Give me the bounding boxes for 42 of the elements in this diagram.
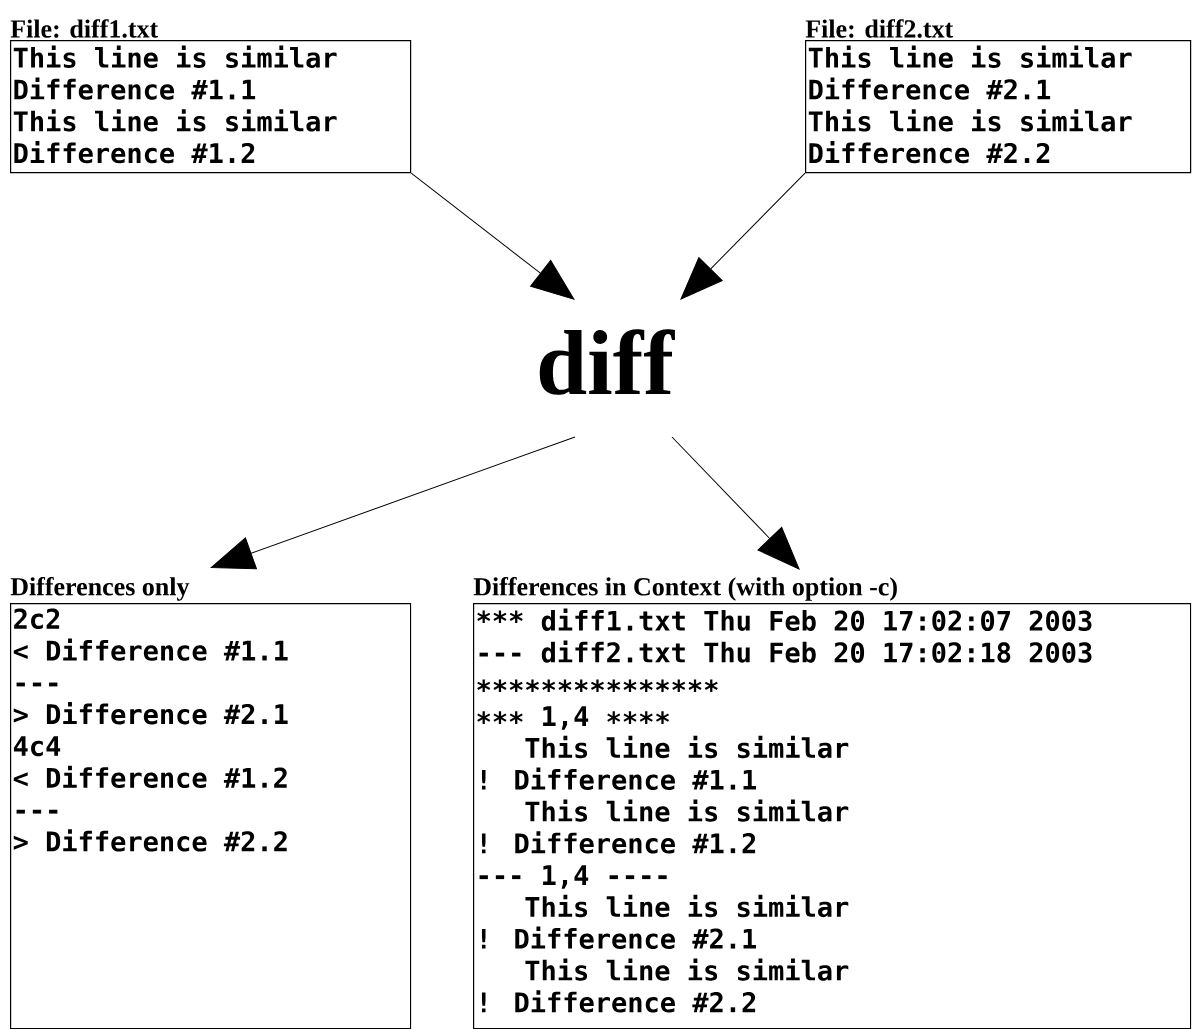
arrow [410, 172, 575, 300]
box-heading: File: diff1.txt [10, 19, 159, 38]
box-heading: Differences only [10, 576, 190, 601]
node-label: ∗∗∗ 1,4 ∗∗∗∗ [477, 706, 670, 730]
node-label: This line is similar [808, 45, 1132, 68]
listing-box: 2c2 < Difference #1.1 --- > Difference #2.1 4c4 < Difference #1.2 --- > Difference #2.2 [10, 603, 412, 1029]
arrow [671, 436, 800, 570]
node-label: This line is similar [525, 735, 849, 759]
listing-box: This line is similar Difference #1.1 This line is similar Difference #1.2 [10, 40, 412, 174]
node-label: Difference #1.1 [14, 77, 256, 100]
node-label: ! Difference #1.2 [481, 831, 756, 854]
node-label: --- 1,4 ---- [479, 865, 667, 889]
arrow [210, 436, 576, 570]
node-label: 4c4 [13, 736, 61, 757]
listing-box: *** diff1.txt Thu Feb 20 17:02:07 2003 --- diff2.txt Thu Feb 20 17:02:18 2003 ∗∗∗∗∗∗∗∗∗∗∗∗∗∗∗ ∗∗∗ 1,4 ∗∗∗∗ This line is similar ! Difference #1.1 This line is similar ! Difference #1.2 --- 1,4 ---- This line is similar ! Difference #2.1 This line is similar ! Difference #2.2 [473, 603, 1192, 1029]
node-label: Difference #2.2 [809, 141, 1050, 164]
node-label: ! Difference #2.2 [481, 990, 756, 1013]
node-label: < Difference #1.1 [13, 638, 288, 661]
box-heading: Differences in Context (with option -c) [473, 576, 897, 601]
node-label: ! Difference #1.1 [481, 767, 757, 790]
node-label: This line is similar [525, 958, 849, 981]
node-label: > Difference #2.2 [13, 829, 287, 852]
box-heading: File: diff2.txt [805, 19, 954, 38]
node-label: This line is similar [525, 894, 849, 918]
node-label: ! Difference #2.1 [481, 926, 757, 949]
node-label: This line is similar [808, 109, 1132, 132]
node-label: This line is similar [525, 799, 849, 822]
node-label: Difference #2.1 [809, 77, 1051, 100]
node-label: Difference #1.2 [14, 141, 255, 164]
node-label: This line is similar [13, 109, 337, 132]
node-label: ∗∗∗∗∗∗∗∗∗∗∗∗∗∗∗ [477, 679, 718, 693]
node-label: --- [16, 809, 58, 814]
arrow [680, 172, 806, 300]
node-label: < Difference #1.2 [13, 765, 287, 789]
node-label: This line is similar [13, 45, 337, 68]
node-label: > Difference #2.1 [13, 702, 288, 725]
node-label: *** diff1.txt Thu Feb 20 17:02:07 2003 [477, 608, 1092, 631]
listing-box: This line is similar Difference #2.1 This line is similar Difference #2.2 [805, 40, 1192, 174]
program-name: diff [539, 329, 675, 395]
node-label: 2c2 [14, 608, 60, 630]
node-label: --- diff2.txt Thu Feb 20 17:02:18 2003 [479, 640, 1092, 663]
node-label: --- [16, 682, 58, 687]
